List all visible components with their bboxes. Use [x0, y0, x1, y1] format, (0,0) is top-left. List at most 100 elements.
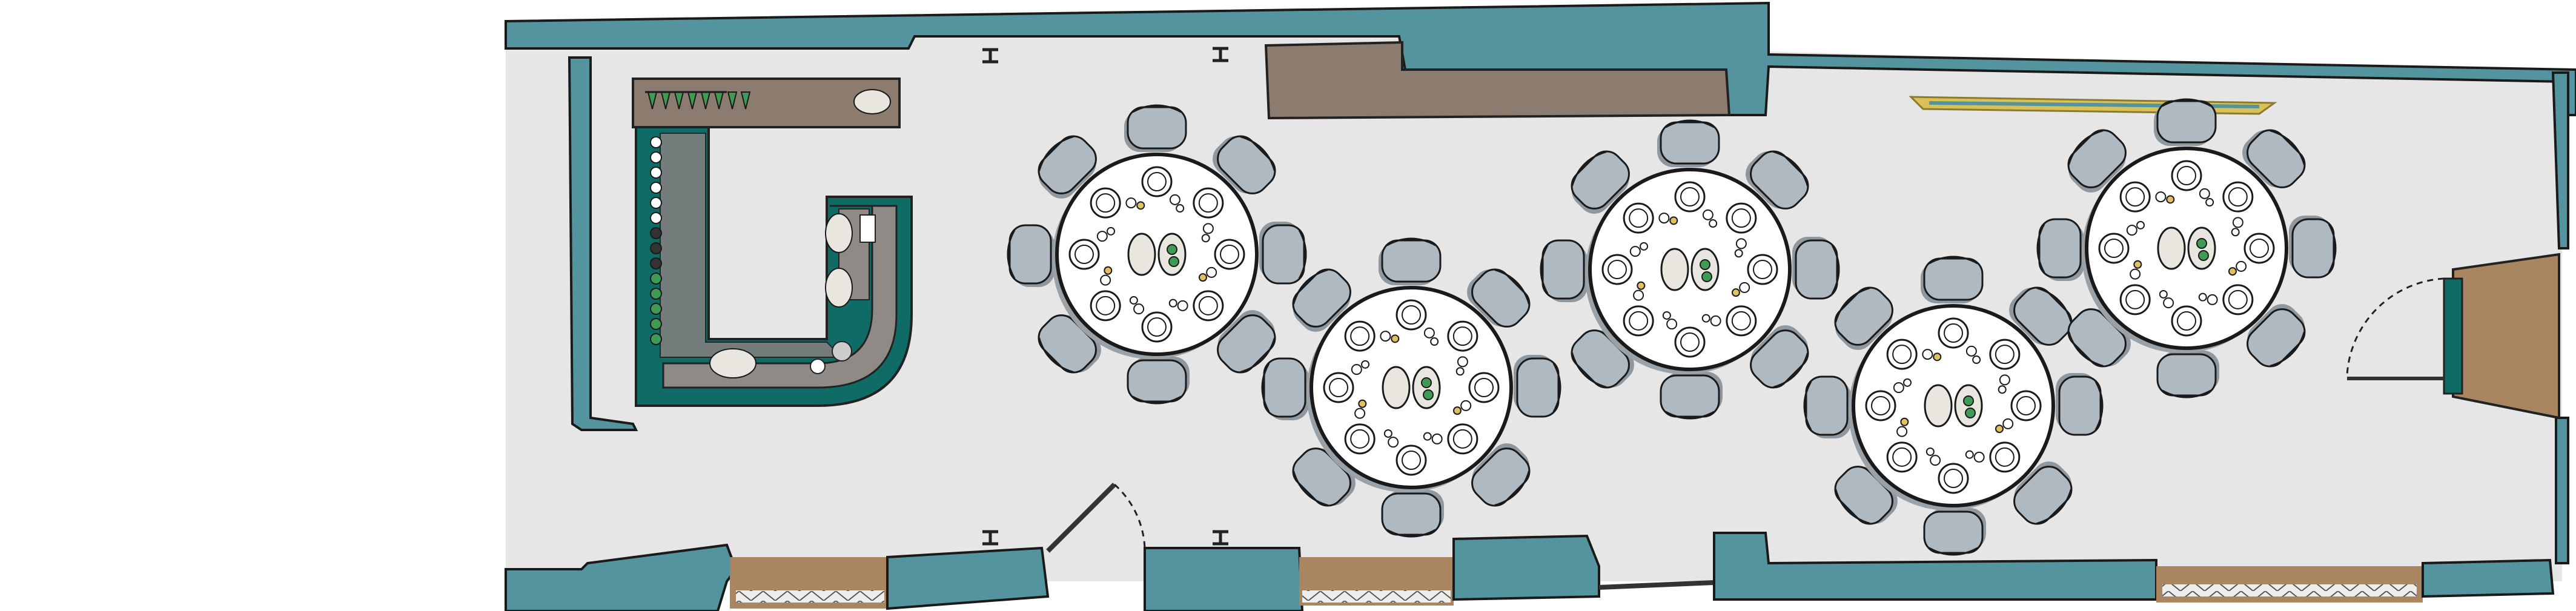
glass-icon	[1423, 327, 1435, 339]
chair-icon[interactable]	[2005, 455, 2082, 532]
place-setting-icon	[1865, 390, 1896, 421]
chair-icon[interactable]	[1124, 104, 1187, 152]
place-setting-icon	[1068, 239, 1100, 270]
chair-icon[interactable]	[1825, 280, 1902, 357]
chair-icon[interactable]	[2056, 373, 2104, 436]
chair-icon[interactable]	[1561, 144, 1638, 220]
chair-icon[interactable]	[1206, 126, 1283, 203]
u-shaped-bar	[635, 126, 913, 407]
chair-icon[interactable]	[1923, 508, 1986, 556]
glass-icon	[1169, 194, 1180, 205]
back-bar-shelf	[632, 78, 901, 128]
chair-icon[interactable]	[1127, 357, 1190, 405]
glass-icon	[1922, 349, 1933, 360]
tap-icon	[650, 288, 662, 300]
place-setting-icon	[1726, 305, 1757, 337]
chair-icon[interactable]	[1657, 119, 1720, 167]
chair-icon[interactable]	[1540, 239, 1588, 302]
glass-icon	[1096, 231, 1108, 242]
tap-icon	[650, 272, 662, 285]
place-setting-icon	[1090, 187, 1121, 219]
chair-icon[interactable]	[1514, 355, 1561, 418]
place-setting-icon	[1193, 290, 1224, 322]
place-setting-icon	[1344, 320, 1376, 352]
tap-icon	[650, 182, 662, 194]
tap-icon	[650, 318, 662, 330]
glass-icon	[1100, 274, 1111, 286]
side-door[interactable]	[1046, 483, 1146, 553]
chair-icon[interactable]	[1007, 224, 1055, 287]
chair-icon[interactable]	[2058, 122, 2135, 199]
chair-icon[interactable]	[2156, 351, 2219, 398]
chair-icon[interactable]	[2289, 216, 2337, 279]
tap-icon	[650, 227, 662, 239]
chair-icon[interactable]	[1742, 319, 1819, 395]
glass-icon	[1710, 315, 1721, 326]
glass-icon	[1702, 209, 1713, 220]
place-setting-icon	[1601, 254, 1633, 285]
chair-icon[interactable]	[2002, 277, 2079, 354]
glass-icon	[1125, 197, 1137, 209]
chair-icon[interactable]	[1739, 141, 1816, 218]
glass-icon	[1133, 303, 1145, 315]
place-setting-icon	[1447, 320, 1478, 352]
tap-icon	[650, 136, 662, 148]
dining-area	[1007, 98, 2337, 556]
glass-icon	[2199, 188, 2210, 199]
tap-icon	[650, 212, 662, 224]
glass-icon	[2232, 217, 2243, 228]
glass-icon	[1930, 455, 1941, 466]
tap-icon	[650, 242, 662, 254]
place-setting-icon	[1674, 326, 1706, 358]
chair-icon[interactable]	[1209, 303, 1286, 380]
entrance-door[interactable]	[2346, 71, 2569, 564]
chair-icon[interactable]	[1660, 372, 1723, 420]
chair-icon[interactable]	[1028, 128, 1105, 205]
chair-icon[interactable]	[1792, 237, 1840, 300]
place-setting-icon	[1396, 444, 1427, 476]
chair-icon[interactable]	[1463, 437, 1540, 514]
glass-icon	[1206, 266, 1217, 278]
glass-icon	[1735, 238, 1747, 249]
chair-icon[interactable]	[1803, 375, 1851, 438]
glass-icon	[1629, 246, 1641, 257]
bottle-icon	[727, 91, 738, 110]
place-setting-icon	[1090, 290, 1121, 322]
chair-icon[interactable]	[1921, 256, 1984, 303]
place-setting-icon	[1344, 423, 1376, 455]
place-setting-icon	[1214, 239, 1245, 270]
place-setting-icon	[1938, 317, 1969, 349]
chair-icon[interactable]	[1381, 490, 1444, 538]
bottom-wall	[505, 532, 2555, 611]
platter-icon	[1382, 366, 1411, 409]
glass-icon	[1457, 356, 1468, 368]
glass-icon	[2207, 294, 2218, 305]
place-setting-icon	[1886, 339, 1918, 370]
tap-icon	[650, 333, 662, 345]
platter-icon	[1924, 384, 1953, 428]
glass-icon	[1658, 213, 1670, 224]
bottle-icon	[740, 91, 751, 110]
light-fixture-icon	[982, 47, 1228, 546]
chair-icon[interactable]	[1460, 259, 1537, 336]
glass-icon	[1431, 433, 1443, 444]
chair-icon[interactable]	[2239, 297, 2316, 374]
chair-icon[interactable]	[1259, 222, 1307, 285]
place-setting-icon	[1747, 254, 1778, 285]
glass-icon	[1965, 345, 1977, 357]
glass-icon	[1739, 282, 1750, 293]
tap-icon	[650, 257, 662, 269]
place-setting-icon	[2171, 305, 2202, 337]
chair-icon[interactable]	[1261, 357, 1309, 420]
glass-icon	[1666, 319, 1678, 330]
place-setting-icon	[2119, 284, 2151, 315]
chair-icon[interactable]	[2154, 98, 2217, 146]
glass-icon	[2236, 260, 2247, 272]
platter-icon	[1660, 248, 1689, 291]
chair-icon[interactable]	[2036, 218, 2084, 281]
chair-icon[interactable]	[1283, 262, 1360, 339]
place-setting-icon	[2243, 233, 2275, 264]
chair-icon[interactable]	[2236, 120, 2313, 197]
place-setting-icon	[1989, 339, 2021, 370]
chair-icon[interactable]	[1379, 237, 1442, 285]
